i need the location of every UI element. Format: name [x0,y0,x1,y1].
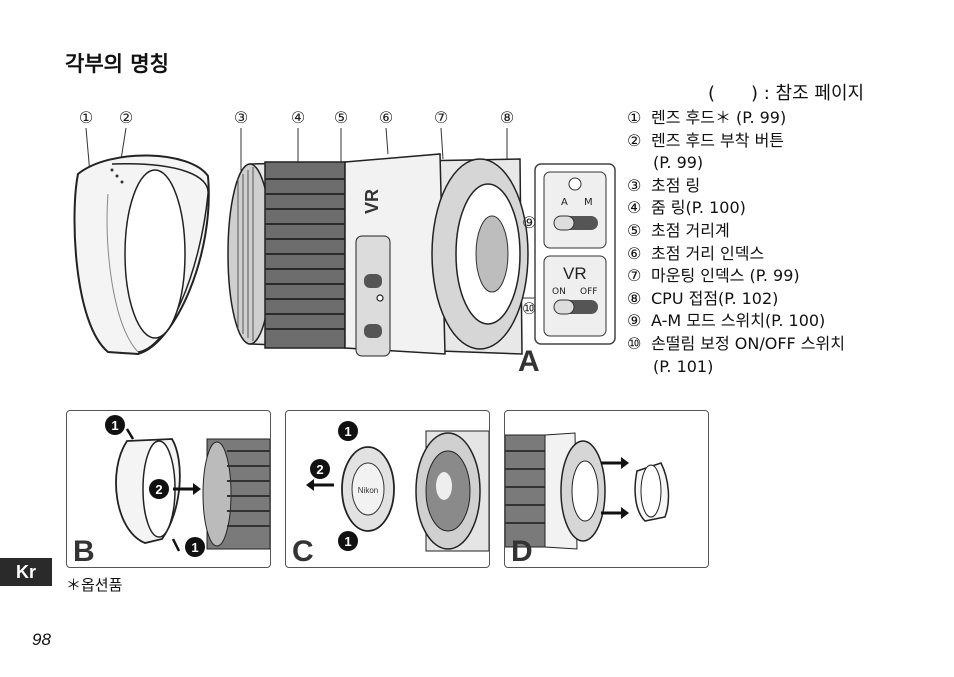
language-badge: Kr [0,558,52,586]
step-badge: 2 [155,482,162,497]
lens-body: VR [227,153,529,357]
lens-diagram-main: ① ② ③ ④ ⑤ ⑥ ⑦ ⑧ [73,108,616,357]
callout-2: ② [119,108,133,127]
figure-panel-c: Nikon 1 2 1 C [285,410,490,568]
figure-panel-d: D [504,410,709,568]
list-item: (P. 101) [653,356,714,376]
switch-label-vr: VR [563,264,587,283]
switch-label-on: ON [552,287,566,297]
callout-3: ③ [234,108,248,127]
step-badge: 1 [111,418,118,433]
page-title: 각부의 명칭 [65,52,169,76]
hood-attach-illustration: 1 2 1 B [73,415,270,567]
step-badge: 1 [191,540,198,555]
callout-5: ⑤ [334,108,348,127]
callout-8: ⑧ [500,108,514,127]
footnote: ＊옵션품 [66,576,123,594]
step-badge: 1 [344,424,351,439]
figure-panel-b: 1 2 1 B [66,410,271,568]
callout-10: ⑩ [522,299,536,318]
callout-6: ⑥ [379,108,393,127]
callout-7: ⑦ [434,108,448,127]
figure-letter-a: A [518,345,540,378]
callout-9: ⑨ [522,213,536,232]
switch-label-m: M [584,197,593,208]
page-number: 98 [32,630,51,649]
list-item: (P. 99) [653,153,704,173]
rear-cap-illustration: D [505,432,670,567]
switch-label-off: OFF [580,287,597,297]
figure-letter-d: D [511,535,533,567]
reference-note: ( ) : 참조 페이지 [708,83,865,104]
lens-cap-brand: Nikon [358,486,378,495]
switch-label-a: A [561,197,568,208]
figure-letter-c: C [292,535,314,567]
step-badge: 1 [344,534,351,549]
callout-4: ④ [291,108,305,127]
step-badge: 2 [316,462,323,477]
figure-letter-b: B [73,535,95,567]
callout-1: ① [79,108,93,127]
lens-vr-mark: VR [362,189,382,214]
switch-inset: A M VR ON OFF ⑨ ⑩ [522,163,616,345]
lens-cap-illustration: Nikon 1 2 1 C [292,421,489,567]
lens-hood [73,154,210,356]
